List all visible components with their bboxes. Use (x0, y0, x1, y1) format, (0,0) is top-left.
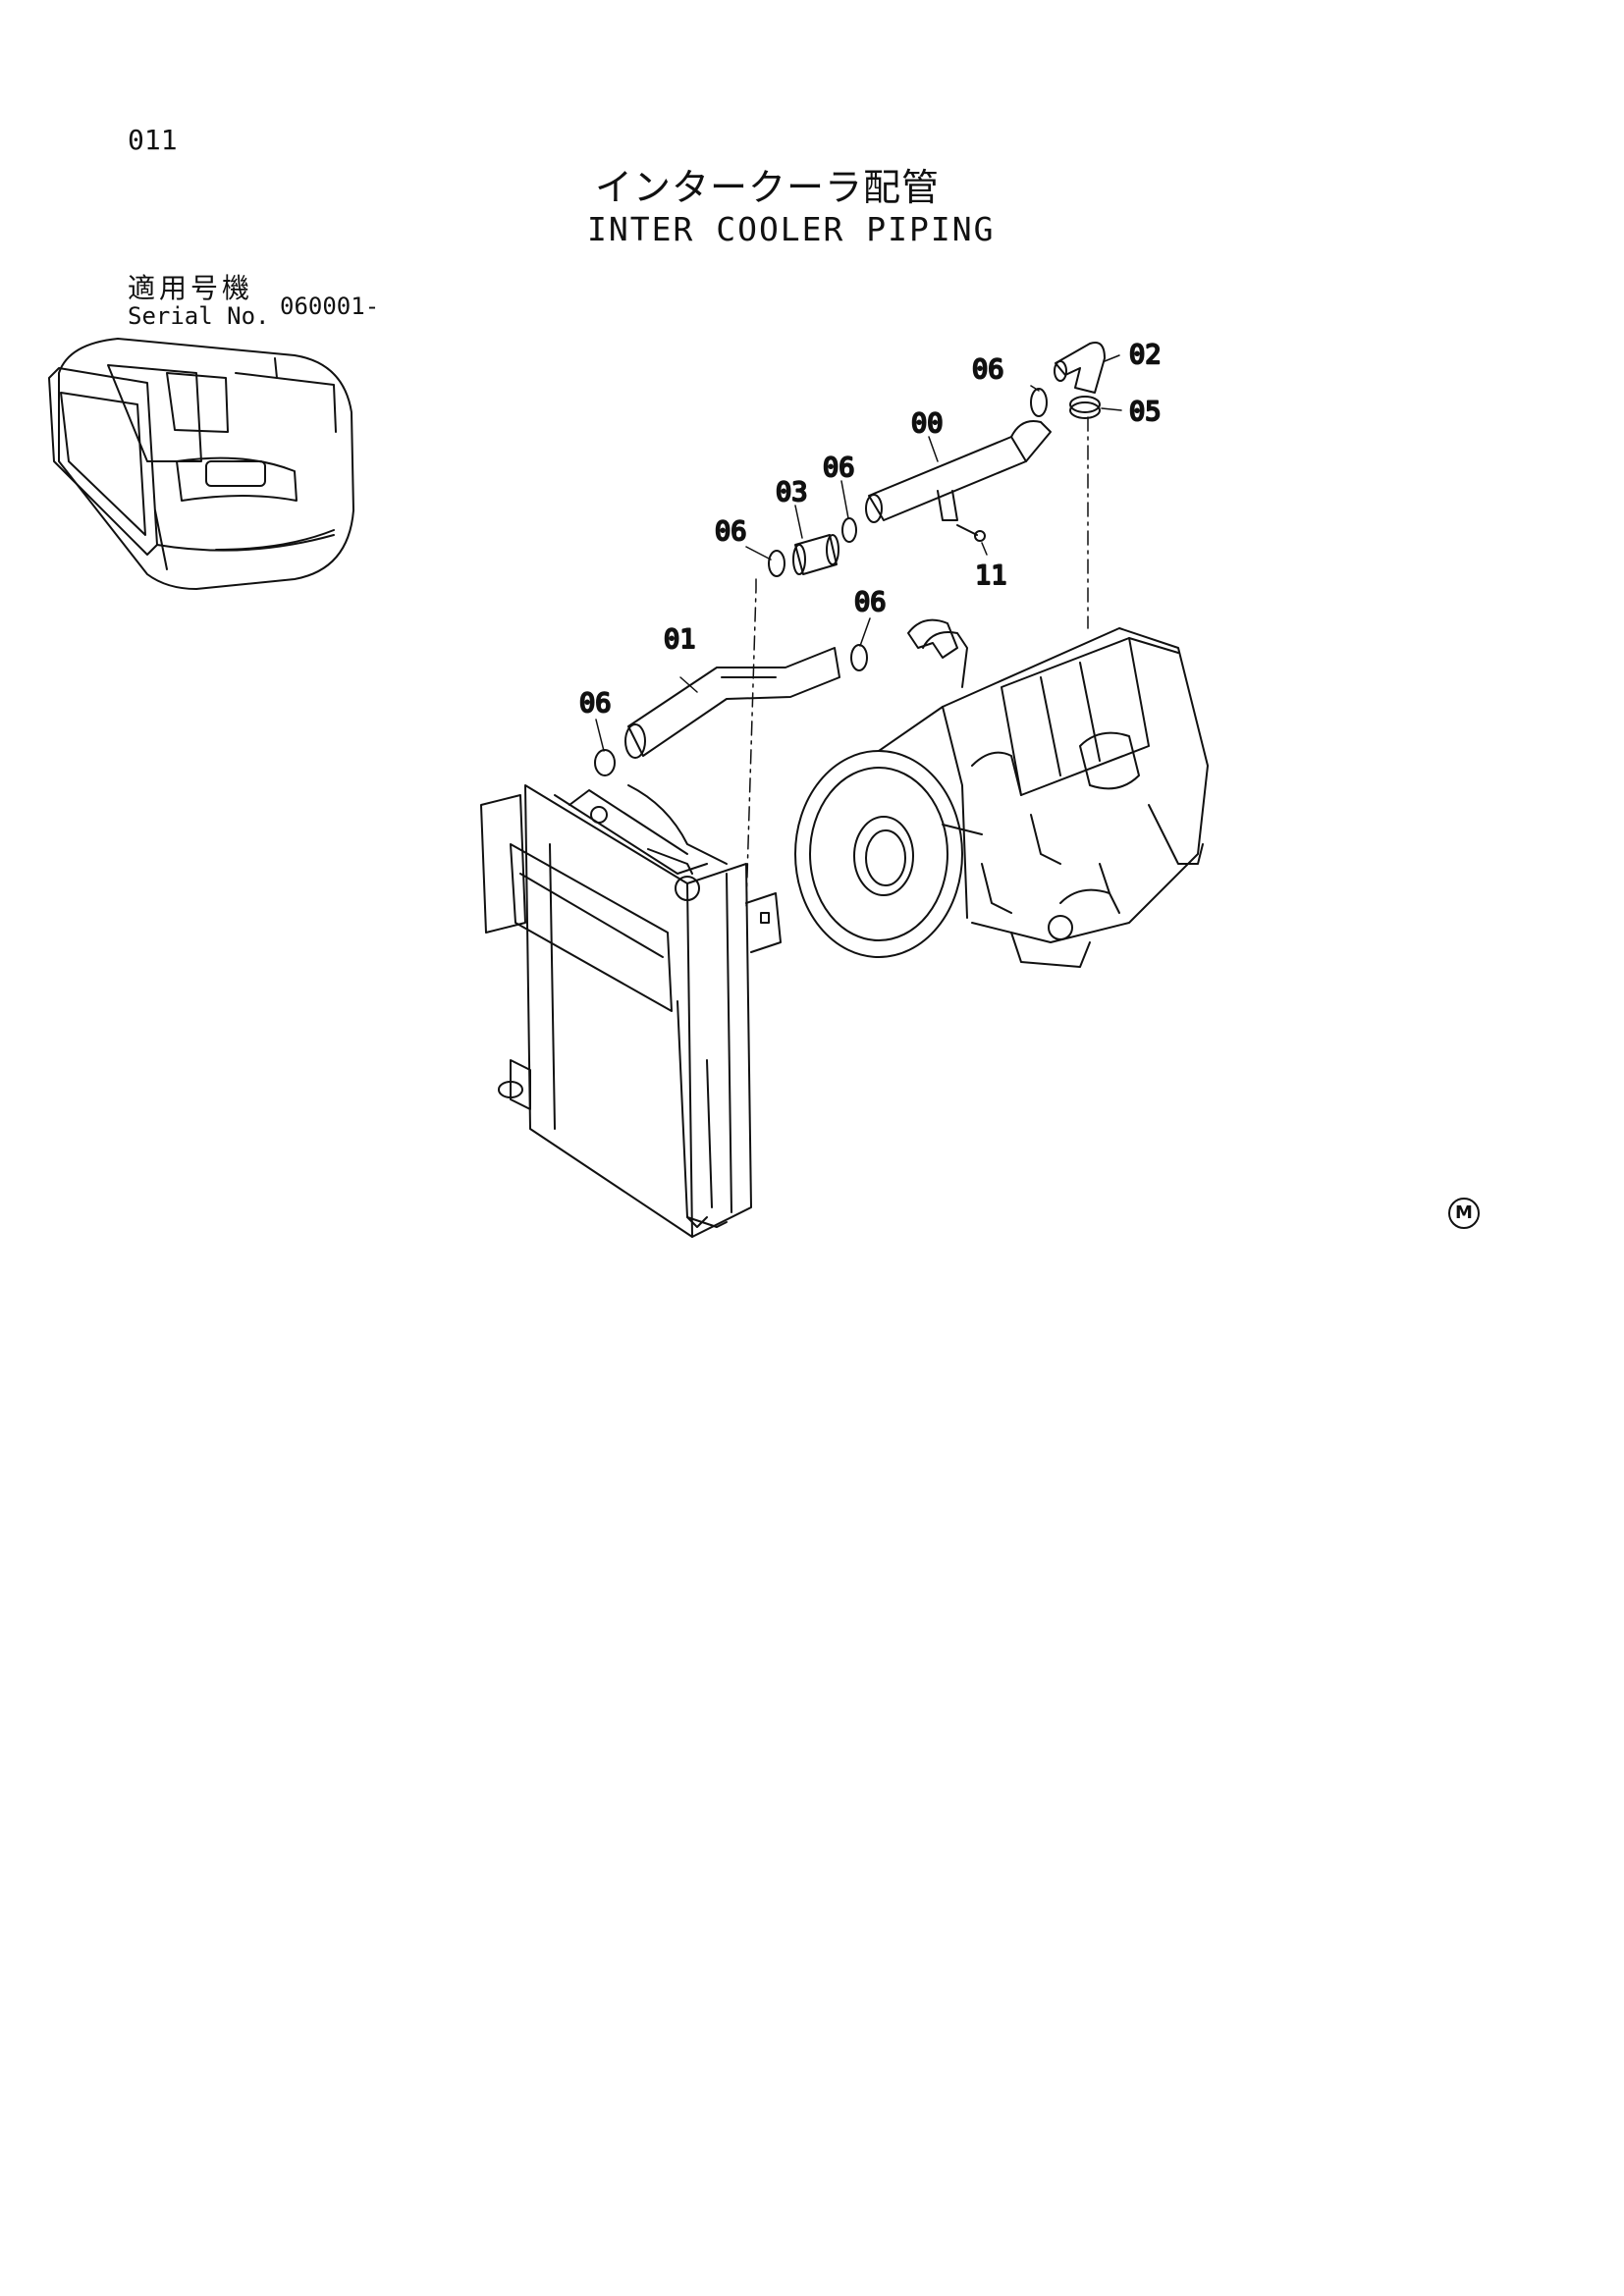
callout-11: 11 (975, 561, 1007, 591)
callout-01: 01 (664, 624, 696, 655)
intercooler-pipe-01 (624, 647, 840, 759)
callout-06: 06 (715, 516, 747, 547)
engine-inlet-elbow (907, 618, 958, 659)
leader-lines (595, 354, 1122, 752)
clamp-06 (594, 388, 1048, 776)
callout-02: 02 (1129, 340, 1162, 370)
engine-assembly (794, 627, 1209, 968)
dashed-guide-lines (745, 416, 1089, 909)
page-title: INTER COOLER PIPING (587, 210, 996, 248)
serial-label-japanese: 適用号機 (128, 272, 254, 304)
hose-03 (792, 534, 839, 575)
callout-06: 06 (972, 354, 1004, 385)
callout-03: 03 (776, 477, 808, 507)
page-number: 011 (128, 124, 178, 156)
page-title-japanese: インタークーラ配管 (595, 166, 941, 209)
excavator-thumbnail-icon (48, 338, 354, 590)
serial-number-value: 060001- (280, 293, 380, 320)
callout-06: 06 (823, 453, 855, 483)
radiator-assembly (480, 784, 782, 1238)
bolt-11 (956, 524, 986, 542)
callout-00: 00 (911, 408, 944, 439)
intercooler-pipe-00 (865, 420, 1052, 523)
serial-label: Serial No. (128, 302, 270, 330)
callout-05: 05 (1129, 397, 1162, 427)
elbow-02 (1054, 342, 1106, 394)
callout-06: 06 (579, 688, 612, 719)
callout-06: 06 (854, 587, 887, 617)
clamp-05 (1069, 396, 1101, 419)
revision-marker: M (1448, 1198, 1480, 1229)
